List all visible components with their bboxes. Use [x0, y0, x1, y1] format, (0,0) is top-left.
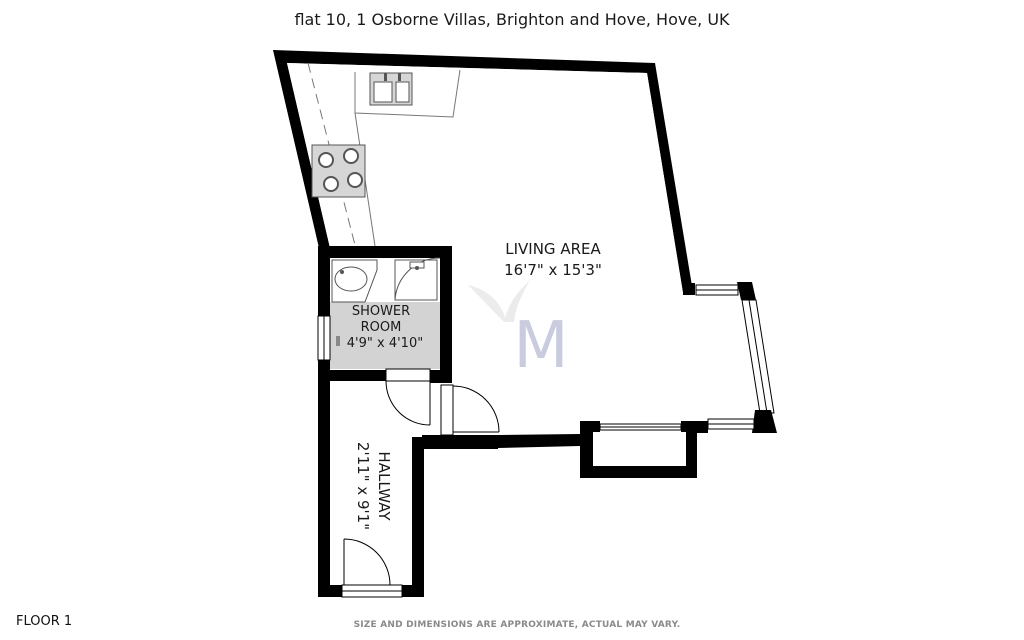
shower-room-label-2: ROOM	[361, 320, 402, 335]
watermark-letter: M	[513, 309, 568, 383]
hallway-label: HALLWAY	[375, 451, 393, 521]
living-area-dims: 16'7" x 15'3"	[504, 261, 602, 279]
shower-room-dims: 4'9" x 4'10"	[347, 336, 423, 351]
shower-room-label-1: SHOWER	[352, 304, 410, 319]
living-area-label: LIVING AREA	[505, 240, 601, 258]
living-bottom-wall	[498, 434, 580, 448]
alcove-walls	[580, 421, 708, 478]
bay-window	[683, 282, 777, 433]
floor-label: FLOOR 1	[16, 614, 73, 629]
living-area-walls	[273, 50, 693, 293]
hallway-dims: 2'11" x 9'1"	[354, 442, 372, 530]
shower-room	[317, 246, 452, 383]
page-title: flat 10, 1 Osborne Villas, Brighton and …	[294, 10, 730, 29]
hallway	[318, 368, 500, 598]
watermark-logo: M	[468, 280, 569, 383]
kitchen-counter	[307, 62, 461, 247]
disclaimer: SIZE AND DIMENSIONS ARE APPROXIMATE, ACT…	[353, 620, 681, 630]
